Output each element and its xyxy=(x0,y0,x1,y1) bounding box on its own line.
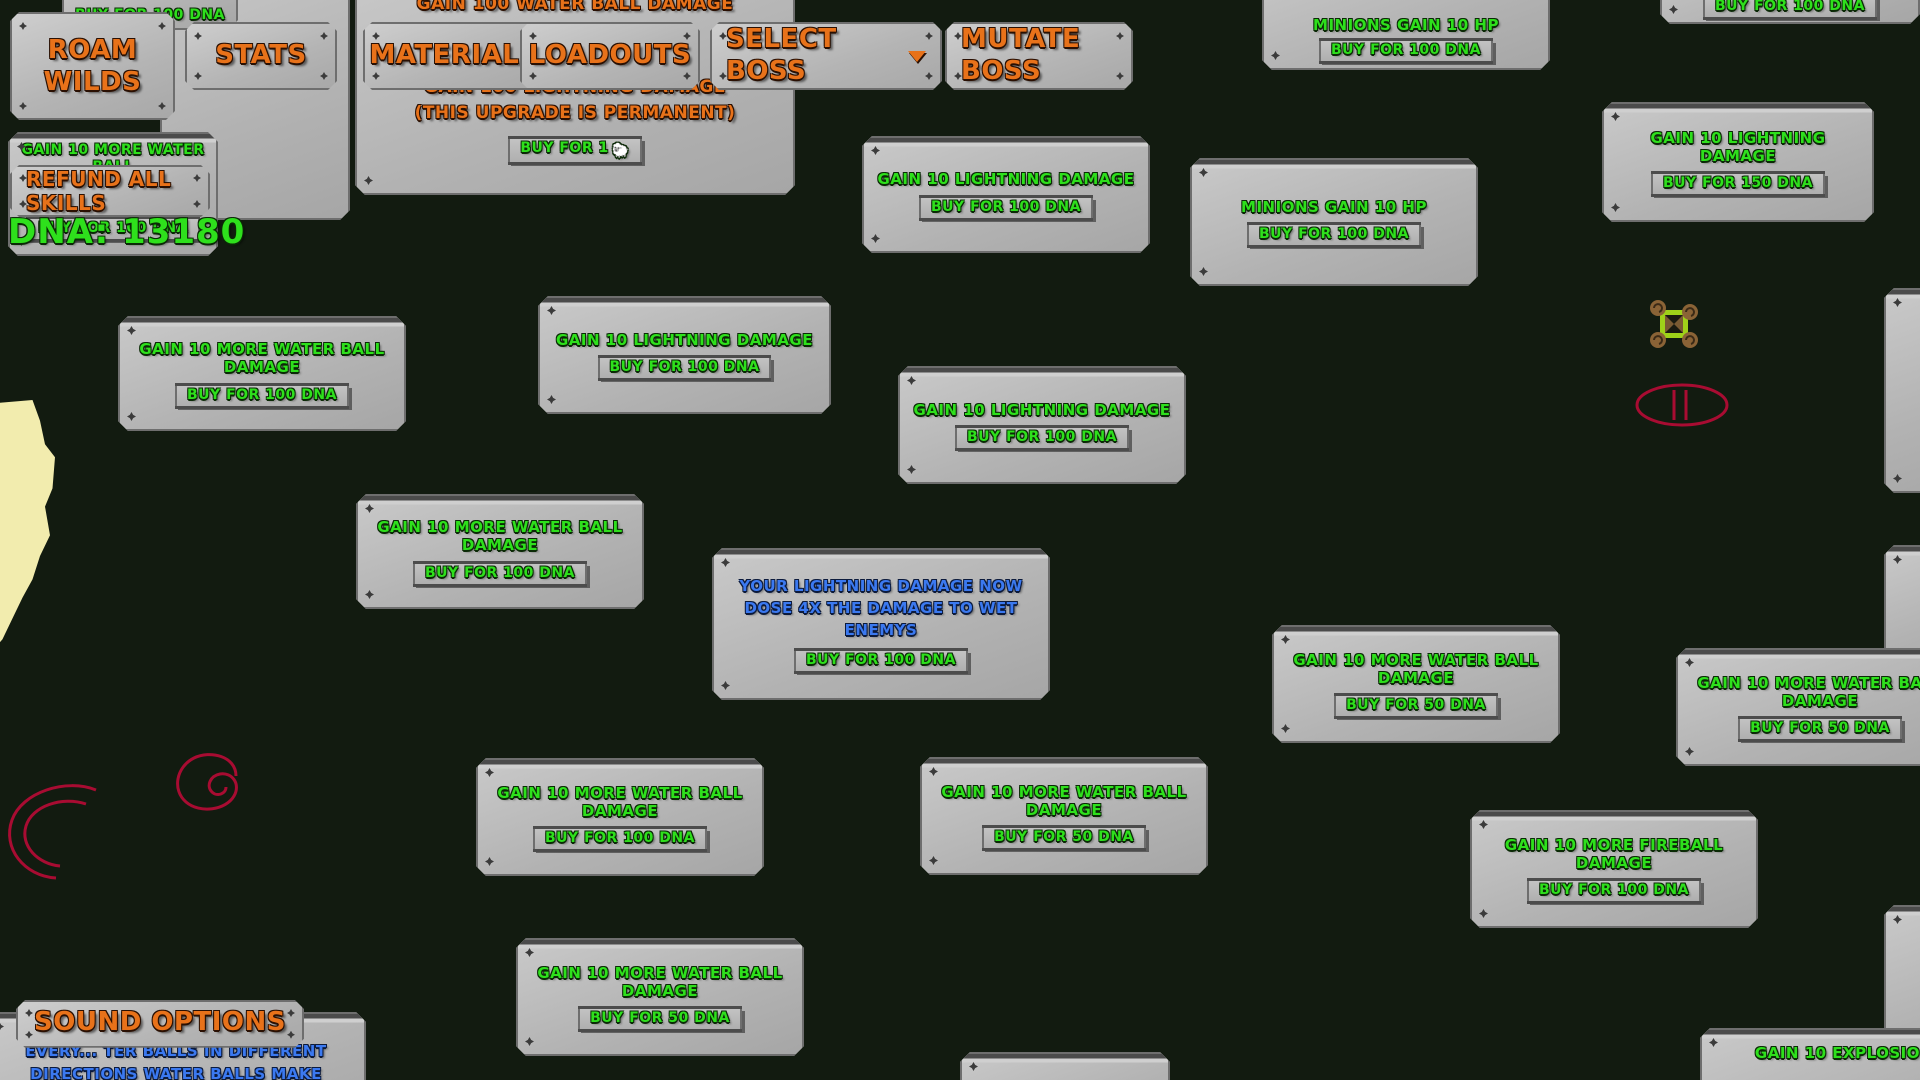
sound-options-label: SOUND OPTIONS xyxy=(34,1007,286,1037)
card-water-ball-2[interactable]: GAIN 10 MORE WATER BALL DAMAGE BUY FOR 1… xyxy=(356,494,644,609)
card-title: GAIN 10 MORE WATER BALL DAMAGE xyxy=(1697,673,1920,710)
card-lightning-2[interactable]: GAIN 10 LIGHTNING DAMAGE BUY FOR 100 DNA xyxy=(862,136,1150,253)
roam-wilds-label-line2: WILDS xyxy=(43,67,142,97)
card-water-ball-6[interactable]: GAIN 10 MORE WATER BALL DAMAGE BUY FOR 5… xyxy=(1272,625,1560,743)
eye-doodle-right xyxy=(1635,383,1729,427)
buy-button[interactable]: BUY FOR 100 DNA xyxy=(919,197,1093,219)
permanent-upgrade-line3: (THIS UPGRADE IS PERMANENT) xyxy=(414,103,736,124)
card-minions-hp-2[interactable]: MINIONS GAIN 10 HP BUY FOR 100 DNA xyxy=(1262,0,1550,70)
parchment-line-2: d xyxy=(0,567,55,590)
card-water-ball-5[interactable]: GAIN 10 MORE WATER BALL DAMAGE BUY FOR 5… xyxy=(516,938,804,1056)
partial-plate-right-mid[interactable] xyxy=(1884,288,1920,493)
card-bottom-center-clipped[interactable] xyxy=(960,1052,1170,1080)
card-top-right-clipped[interactable]: BUY FOR 100 DNA xyxy=(1660,0,1920,24)
card-lightning-1[interactable]: GAIN 10 LIGHTNING DAMAGE BUY FOR 100 DNA xyxy=(538,296,831,414)
select-boss-label: SELECT BOSS xyxy=(726,24,837,86)
permanent-upgrade-buy-label: BUY FOR 1 xyxy=(520,140,609,157)
card-water-ball-3[interactable]: GAIN 10 MORE WATER BALL DAMAGE BUY FOR 1… xyxy=(476,758,764,876)
card-title: GAIN 10 MORE FIREBALL DAMAGE xyxy=(1504,835,1724,872)
buy-button[interactable]: BUY FOR 50 DNA xyxy=(1334,695,1498,717)
stats-button[interactable]: STATS xyxy=(185,22,337,90)
buy-button[interactable]: BUY FOR 100 DNA xyxy=(955,427,1129,449)
spiral-doodle-top-left xyxy=(8,784,97,880)
stats-label: STATS xyxy=(215,40,307,71)
card-title: YOUR LIGHTNING DAMAGE NOW DOSE 4X THE DA… xyxy=(739,577,1023,639)
card-title: GAIN 10 MORE WATER BALL DAMAGE xyxy=(1293,650,1539,687)
select-boss-dropdown[interactable]: SELECT BOSS xyxy=(710,22,942,90)
materials-label: MATERIALS xyxy=(369,40,539,71)
buy-button[interactable]: BUY FOR 100 DNA xyxy=(794,650,968,672)
materials-button[interactable]: MATERIALS xyxy=(363,22,545,90)
card-water-ball-4[interactable]: GAIN 10 MORE WATER BALL DAMAGE BUY FOR 5… xyxy=(920,757,1208,875)
buy-button[interactable]: BUY FOR 100 DNA xyxy=(413,563,587,585)
dna-counter: DNA: 13180 xyxy=(8,212,246,252)
card-title: GAIN 10 MORE WATER BALL DAMAGE xyxy=(537,963,783,1000)
card-title: GAIN 10 MORE WATER BALL DAMAGE xyxy=(377,518,623,555)
refund-all-skills-button[interactable]: REFUND ALL SKILLS xyxy=(10,165,210,217)
spiral-doodle-left xyxy=(176,753,238,811)
buy-button[interactable]: BUY FOR 100 DNA xyxy=(533,828,707,850)
permanent-upgrade-buy-button[interactable]: BUY FOR 1🐑 xyxy=(508,138,641,163)
buy-button[interactable]: BUY FOR 50 DNA xyxy=(982,827,1146,849)
card-title: GAIN 10 LIGHTNING DAMAGE xyxy=(877,170,1135,189)
buy-button[interactable]: BUY FOR 100 DNA xyxy=(175,385,349,407)
buy-button[interactable]: BUY FOR 100 DNA xyxy=(26,218,200,240)
parchment-line-1: by xyxy=(0,478,55,501)
buy-button[interactable]: BUY FOR 100 DNA xyxy=(598,357,772,379)
card-water-ball-7[interactable]: GAIN 10 MORE WATER BALL DAMAGE BUY FOR 5… xyxy=(1676,648,1920,766)
buy-button[interactable]: BUY FOR 50 DNA xyxy=(1738,718,1902,740)
card-lightning-4[interactable]: GAIN 10 LIGHTNING DAMAGE BUY FOR 150 DNA xyxy=(1602,102,1874,222)
roam-wilds-button[interactable]: ROAM WILDS xyxy=(10,12,175,120)
parchment-note[interactable]: by d xyxy=(0,400,55,660)
buy-button[interactable]: BUY FOR 100 DNA xyxy=(1247,224,1421,246)
loadouts-label: LOADOUTS xyxy=(528,40,692,71)
buy-button[interactable]: BUY FOR 100 DNA xyxy=(1527,880,1701,902)
card-lightning-3[interactable]: GAIN 10 LIGHTNING DAMAGE BUY FOR 100 DNA xyxy=(898,366,1186,484)
card-title: GAIN 10 MORE WATER BALL DAMAGE xyxy=(497,783,743,820)
card-title: GAIN 10 LIGHTNING DAMAGE xyxy=(913,400,1171,419)
card-title: GAIN 10 MORE WATER BALL DAMAGE xyxy=(139,340,385,377)
card-water-ball-1[interactable]: GAIN 10 MORE WATER BALL DAMAGE BUY FOR 1… xyxy=(118,316,406,431)
buy-button[interactable]: BUY FOR 150 DNA xyxy=(1651,173,1825,195)
card-title: MINIONS GAIN 10 HP xyxy=(1313,15,1499,34)
card-minions-hp-1[interactable]: MINIONS GAIN 10 HP BUY FOR 100 DNA xyxy=(1190,158,1478,286)
refund-all-skills-label: REFUND ALL SKILLS xyxy=(26,166,172,215)
card-title: GAIN 10 MORE WATER BALL DAMAGE xyxy=(941,782,1187,819)
mutate-boss-button[interactable]: MUTATE BOSS xyxy=(945,22,1133,90)
card-explosion-1[interactable]: GAIN 10 EXPLOSION xyxy=(1700,1028,1920,1080)
loadouts-button[interactable]: LOADOUTS xyxy=(520,22,700,90)
card-fireball-1[interactable]: GAIN 10 MORE FIREBALL DAMAGE BUY FOR 100… xyxy=(1470,810,1758,928)
sound-options-button[interactable]: SOUND OPTIONS xyxy=(16,1000,304,1048)
creature-sprite[interactable] xyxy=(1648,298,1700,350)
card-title: MINIONS GAIN 10 HP xyxy=(1241,197,1427,216)
card-title: GAIN 10 LIGHTNING DAMAGE xyxy=(1650,128,1826,165)
card-lightning-wet-synergy[interactable]: YOUR LIGHTNING DAMAGE NOW DOSE 4X THE DA… xyxy=(712,548,1050,700)
card-title: GAIN 10 EXPLOSION xyxy=(1754,1044,1920,1062)
card-title: GAIN 10 LIGHTNING DAMAGE xyxy=(556,330,813,349)
buy-button[interactable]: BUY FOR 100 DNA xyxy=(1703,0,1877,18)
chevron-down-icon[interactable] xyxy=(908,51,926,62)
sheep-icon: 🐑 xyxy=(611,143,630,160)
permanent-upgrade-line1: GAIN 100 WATER BALL DAMAGE xyxy=(416,0,734,14)
buy-button[interactable]: BUY FOR 50 DNA xyxy=(578,1008,742,1030)
mutate-boss-label: MUTATE BOSS xyxy=(961,24,1081,86)
roam-wilds-label-line1: ROAM xyxy=(47,34,138,65)
buy-button[interactable]: BUY FOR 100 DNA xyxy=(1319,40,1493,62)
